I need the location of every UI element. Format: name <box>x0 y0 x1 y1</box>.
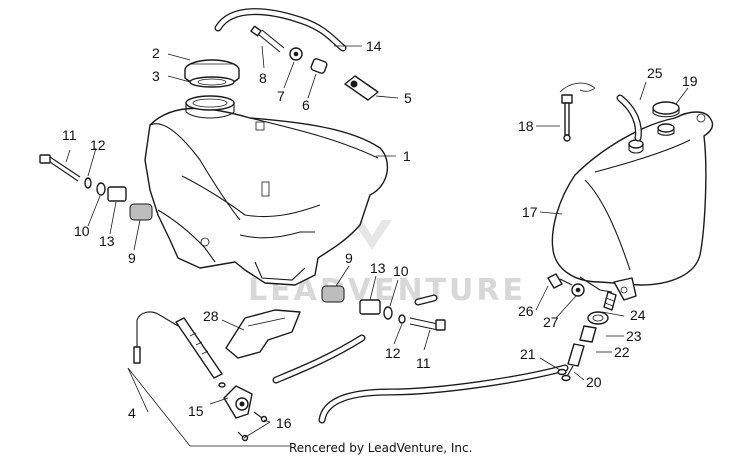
fuel-sender-assembly <box>133 311 223 379</box>
fuel-hose-long <box>318 364 569 424</box>
callout-12-right: 12 <box>385 345 401 361</box>
credit-line: Rencered by LeadVenture, Inc. <box>289 441 472 455</box>
aux-breather-hose <box>616 94 642 142</box>
heat-shield <box>225 309 301 359</box>
callout-24: 24 <box>630 307 646 323</box>
callout-9-right: 9 <box>345 250 353 266</box>
callout-14: 14 <box>366 38 382 54</box>
callout-16: 16 <box>276 415 292 431</box>
auxiliary-fuel-tank <box>551 111 714 301</box>
callout-23: 23 <box>626 328 642 344</box>
callout-11-left: 11 <box>62 127 77 143</box>
callout-11-right: 11 <box>416 355 431 371</box>
fitting-nut <box>579 325 597 343</box>
cap-gasket <box>189 76 235 88</box>
rubber-mount-right <box>321 285 345 303</box>
callout-26: 26 <box>518 303 534 319</box>
callout-22: 22 <box>614 344 630 360</box>
callout-20: 20 <box>586 374 602 390</box>
mount-bolt-right <box>409 317 446 331</box>
callout-7: 7 <box>277 88 285 104</box>
callout-1: 1 <box>403 148 411 164</box>
callout-4: 4 <box>128 405 136 421</box>
overflow-hose-small <box>414 294 438 306</box>
callout-13-left: 13 <box>99 233 115 249</box>
callout-10-left: 10 <box>74 223 90 239</box>
callout-13-right: 13 <box>370 260 386 276</box>
breather-hose <box>214 8 347 52</box>
aux-tank-cap <box>652 101 680 118</box>
callout-18: 18 <box>518 118 534 134</box>
callout-3: 3 <box>152 68 160 84</box>
washer-right <box>383 306 393 320</box>
callout-17: 17 <box>522 204 538 220</box>
leader-lines <box>65 45 689 439</box>
aux-mount-washer <box>571 283 585 297</box>
outlet-fitting <box>603 291 617 311</box>
sender-bracket-line <box>127 367 290 447</box>
rubber-mount-left <box>129 203 153 221</box>
vent-hose-mid <box>272 334 366 384</box>
callout-25: 25 <box>647 65 663 81</box>
callout-15: 15 <box>188 403 204 419</box>
callout-28: 28 <box>203 308 219 324</box>
callout-12-left: 12 <box>90 137 106 153</box>
main-fuel-tank <box>144 95 389 286</box>
tank-screw-top <box>250 25 285 53</box>
callout-9-left: 9 <box>128 250 136 266</box>
callout-labels: 1 2 3 4 5 6 7 8 9 9 10 10 11 11 12 12 13… <box>62 38 698 431</box>
fitting-o-ring <box>587 311 609 325</box>
hose-clip <box>344 75 379 101</box>
bushing-left <box>107 186 127 202</box>
callout-21: 21 <box>520 346 536 362</box>
washer-left-2 <box>96 182 106 196</box>
callout-5: 5 <box>404 90 412 106</box>
callout-27: 27 <box>543 314 559 330</box>
hose-clamps <box>557 368 571 382</box>
spacer-top <box>310 58 328 74</box>
washer-left <box>84 177 92 189</box>
washer-right-2 <box>398 314 406 324</box>
mount-bolt-left <box>39 154 81 182</box>
level-sensor <box>559 82 596 142</box>
callout-8: 8 <box>259 70 267 86</box>
fuel-tap <box>218 382 253 419</box>
washer-top <box>289 47 303 61</box>
callout-6: 6 <box>302 97 310 113</box>
callout-19: 19 <box>682 73 698 89</box>
bushing-right <box>359 299 381 315</box>
callout-10-right: 10 <box>393 263 409 279</box>
aux-mount-bolt <box>547 273 573 289</box>
callout-2: 2 <box>152 45 160 61</box>
